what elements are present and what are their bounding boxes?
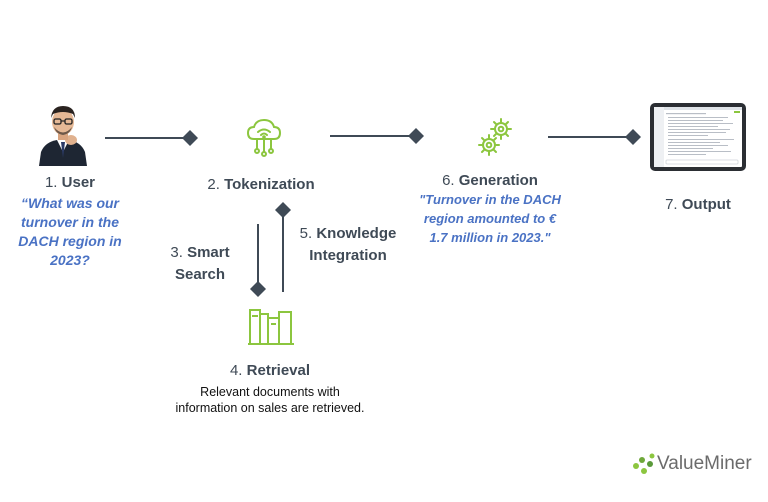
generation-answer-line: 1.7 million in 2023." bbox=[429, 230, 551, 245]
user-question: “What was our turnover in the DACH regio… bbox=[10, 194, 130, 270]
cloud-network-icon bbox=[245, 117, 283, 157]
step-4-title: Retrieval bbox=[246, 362, 311, 379]
generation-answer-line: region amounted to € bbox=[423, 211, 557, 226]
retrieval-description-line: information on sales are retrieved. bbox=[175, 401, 365, 415]
step-3-label: 3. Smart Search bbox=[160, 242, 240, 286]
step-7-title: Output bbox=[681, 196, 731, 213]
step-1-num: 1. bbox=[44, 174, 58, 191]
user-question-line: “What was our bbox=[20, 195, 119, 211]
retrieval-description-line: Relevant documents with bbox=[200, 385, 340, 399]
step-6-title: Generation bbox=[458, 172, 538, 189]
user-photo bbox=[37, 100, 89, 166]
step-5-title-line: Knowledge bbox=[316, 225, 397, 242]
step-2-label: 2. Tokenization bbox=[196, 176, 326, 193]
step-1-label: 1. User bbox=[30, 174, 110, 191]
generation-answer-line: "Turnover in the DACH bbox=[419, 192, 561, 207]
tablet-icon bbox=[650, 103, 746, 171]
generation-answer: "Turnover in the DACH region amounted to… bbox=[410, 190, 570, 247]
step-5-label: 5. Knowledge Integration bbox=[293, 223, 403, 267]
step-6-label: 6. Generation bbox=[425, 172, 555, 189]
valueminer-logo bbox=[632, 452, 656, 476]
step-2-num: 2. bbox=[207, 176, 220, 193]
step-3-title-line: Smart bbox=[187, 244, 230, 261]
step-5-title-line: Integration bbox=[309, 247, 387, 264]
step-7-num: 7. bbox=[665, 196, 678, 213]
step-1-title: User bbox=[61, 174, 96, 191]
user-question-line: DACH region in bbox=[18, 233, 122, 249]
user-question-line: 2023? bbox=[50, 252, 90, 268]
retrieval-description: Relevant documents with information on s… bbox=[150, 384, 390, 416]
step-7-label: 7. Output bbox=[650, 196, 746, 213]
step-3-num: 3. bbox=[170, 244, 183, 261]
step-4-num: 4. bbox=[229, 362, 243, 379]
gears-icon bbox=[477, 117, 515, 157]
step-6-num: 6. bbox=[442, 172, 455, 189]
brand-name: ValueMiner bbox=[657, 453, 752, 474]
books-icon bbox=[247, 306, 295, 346]
user-question-line: turnover in the bbox=[20, 214, 119, 230]
step-4-label: 4. Retrieval bbox=[210, 362, 330, 379]
step-5-num: 5. bbox=[299, 225, 313, 242]
step-2-title: Tokenization bbox=[224, 176, 315, 193]
step-3-title-line: Search bbox=[174, 266, 226, 283]
